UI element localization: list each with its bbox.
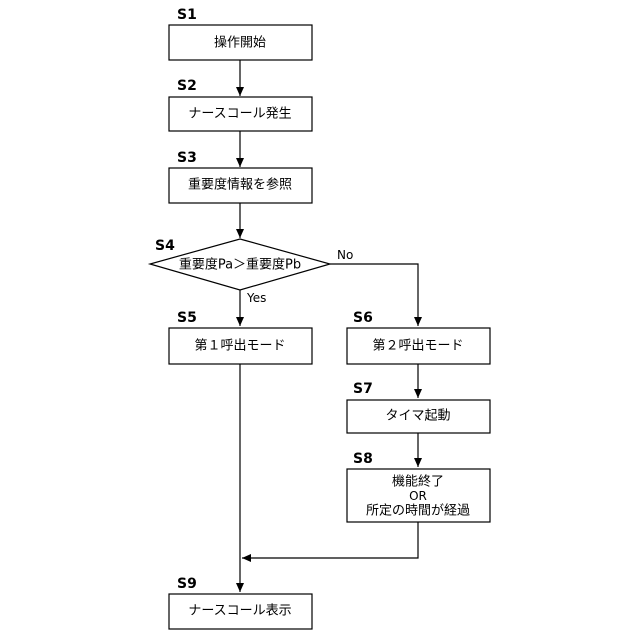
process-label-s5: 第１呼出モード: [194, 339, 285, 354]
process-label-s8-line1: 機能終了: [392, 474, 444, 490]
process-label-s2: ナースコール発生: [188, 107, 291, 122]
process-label-s6: 第２呼出モード: [372, 339, 463, 354]
process-label-s8-line2: OR: [409, 489, 427, 503]
process-label-s1: 操作開始: [214, 35, 266, 51]
process-label-s9: ナースコール表示: [188, 604, 291, 619]
arrow-s4-s6: [330, 264, 418, 326]
process-label-s8-line3: 所定の時間が経過: [366, 504, 470, 519]
process-label-s3: 重要度情報を参照: [188, 177, 292, 193]
step-id-s3: S3: [177, 150, 197, 166]
step-id-s9: S9: [177, 576, 197, 592]
branch-yes-label: Yes: [246, 291, 266, 305]
decision-label-s4: 重要度Pa＞重要度Pb: [179, 257, 301, 273]
step-id-s1: S1: [177, 7, 197, 23]
step-id-s5: S5: [177, 310, 197, 326]
step-id-s7: S7: [353, 381, 373, 397]
step-id-s2: S2: [177, 78, 197, 94]
step-id-s6: S6: [353, 310, 373, 326]
step-id-s8: S8: [353, 451, 373, 467]
process-label-s7: タイマ起動: [385, 409, 450, 424]
arrow-s8-merge: [242, 522, 418, 558]
branch-no-label: No: [337, 248, 353, 262]
step-id-s4: S4: [155, 238, 175, 254]
